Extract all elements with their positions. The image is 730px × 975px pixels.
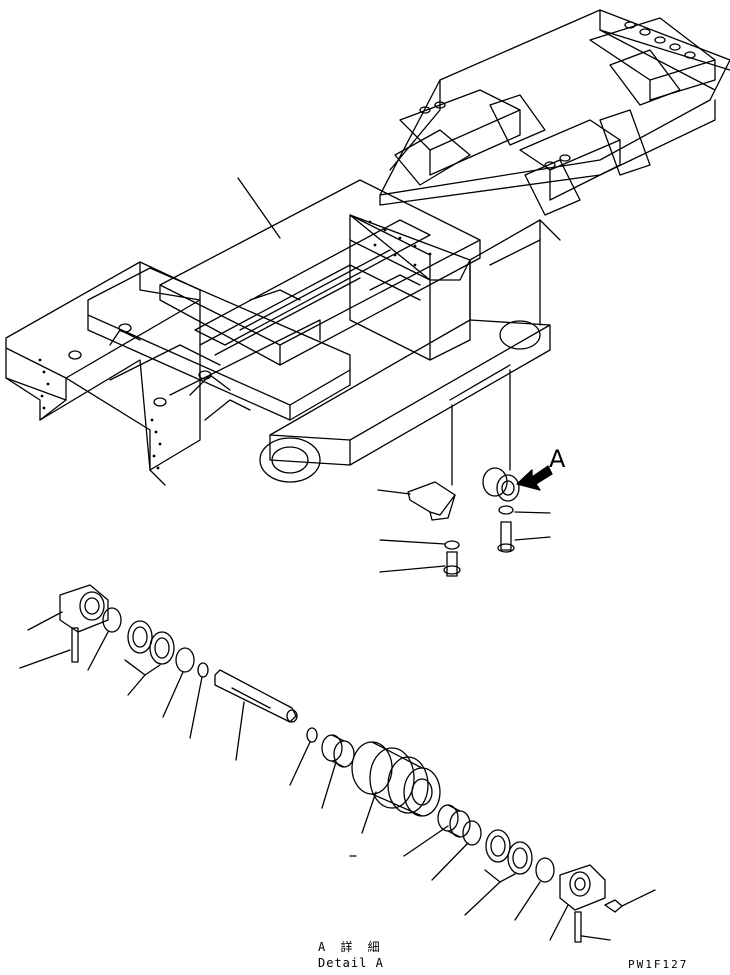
detail-caption-japanese: A 詳 細	[318, 940, 384, 954]
roller-bracket-left	[28, 585, 108, 632]
roller-shaft	[215, 670, 297, 760]
bolt-right	[498, 522, 550, 552]
bracket-bolt	[605, 890, 655, 912]
floating-seal-left	[125, 621, 174, 695]
bolt-left	[380, 552, 460, 576]
bushing-right	[404, 805, 470, 856]
pivot-bushing	[483, 370, 519, 501]
bushing-left	[322, 735, 354, 808]
detail-marker-label: A	[549, 445, 566, 473]
o-ring-4	[290, 728, 317, 785]
o-ring-2	[163, 648, 194, 717]
o-ring-1	[88, 608, 121, 670]
washer-left	[380, 540, 459, 549]
o-ring-6	[515, 858, 554, 920]
track-frame	[6, 10, 730, 485]
drawing-code: PW1F127	[628, 958, 689, 971]
detail-arrow-icon	[517, 466, 552, 490]
roller-bracket-right	[550, 865, 605, 940]
pin-right	[575, 912, 610, 942]
track-roller	[352, 742, 440, 833]
floating-seal-right	[465, 830, 532, 915]
pin-left	[20, 628, 78, 668]
o-ring-3	[190, 663, 208, 738]
guard-bracket	[378, 405, 455, 520]
detail-caption-english: Detail A	[318, 956, 384, 970]
o-ring-5	[432, 821, 481, 880]
washer-right	[499, 506, 550, 514]
